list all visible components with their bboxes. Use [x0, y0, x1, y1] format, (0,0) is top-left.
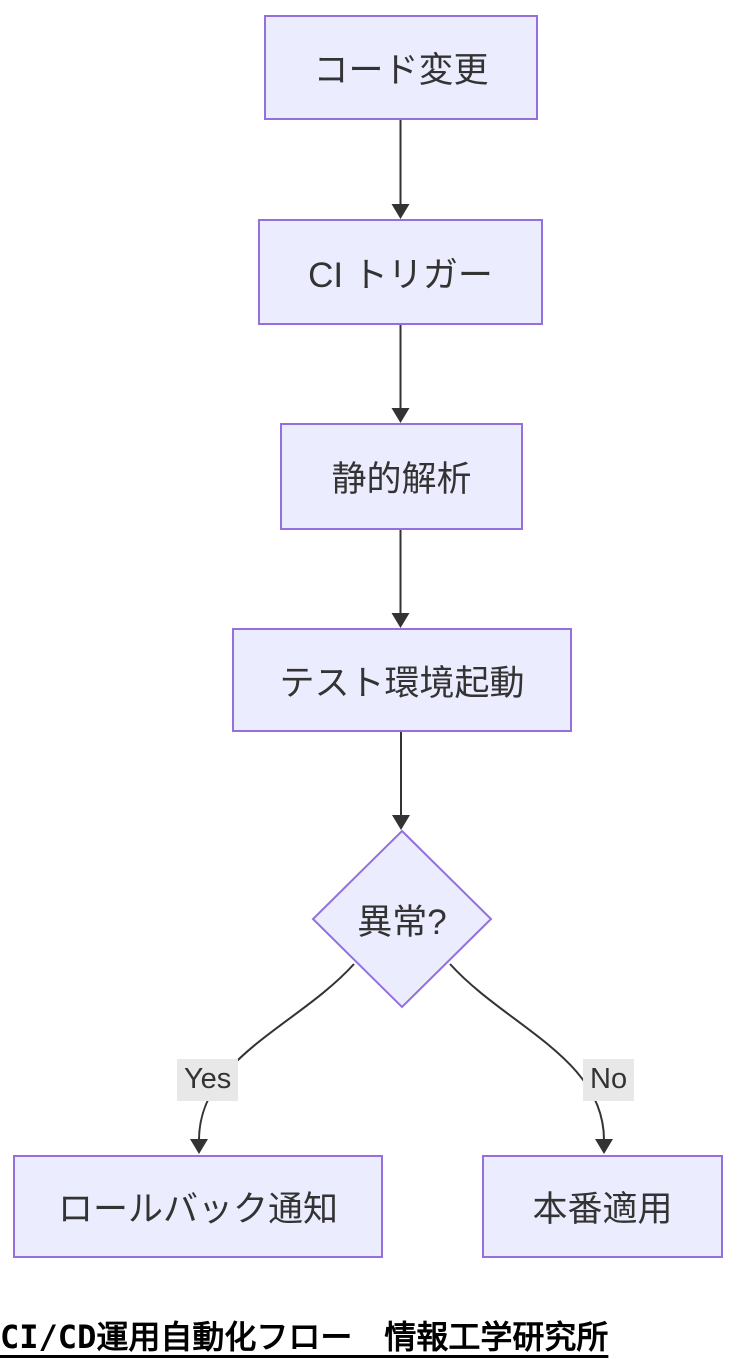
node-code-change: コード変更: [264, 15, 538, 120]
edge-ci-trigger-to-static-analysis: [391, 325, 410, 423]
diagram-caption: CI/CD運用自動化フロー 情報工学研究所: [0, 1318, 609, 1356]
edge-label-no: No: [583, 1059, 635, 1101]
node-static-analysis: 静的解析: [280, 423, 523, 530]
arrowhead-icon: [392, 815, 410, 830]
node-ci-trigger: CI トリガー: [258, 219, 543, 325]
arrowhead-icon: [391, 408, 410, 423]
edge-anomaly-check-to-rollback-notify: [190, 963, 355, 1154]
edge-static-analysis-to-test-env-start: [391, 530, 410, 628]
arrowhead-icon: [190, 1139, 208, 1154]
edge-anomaly-check-to-production-apply: [449, 963, 613, 1154]
node-production-apply: 本番適用: [482, 1155, 723, 1258]
arrowhead-icon: [391, 204, 410, 219]
arrowhead-icon: [595, 1139, 613, 1154]
node-anomaly-check-label: 異常?: [357, 902, 447, 942]
edge-test-env-start-to-anomaly-check: [392, 732, 410, 830]
arrowhead-icon: [391, 613, 410, 628]
node-rollback-notify: ロールバック通知: [13, 1155, 383, 1258]
decision-diamond-shape: [311, 829, 493, 1009]
edge-label-yes: Yes: [177, 1059, 239, 1101]
edge-code-change-to-ci-trigger: [391, 120, 410, 219]
node-test-env-start: テスト環境起動: [232, 628, 572, 732]
